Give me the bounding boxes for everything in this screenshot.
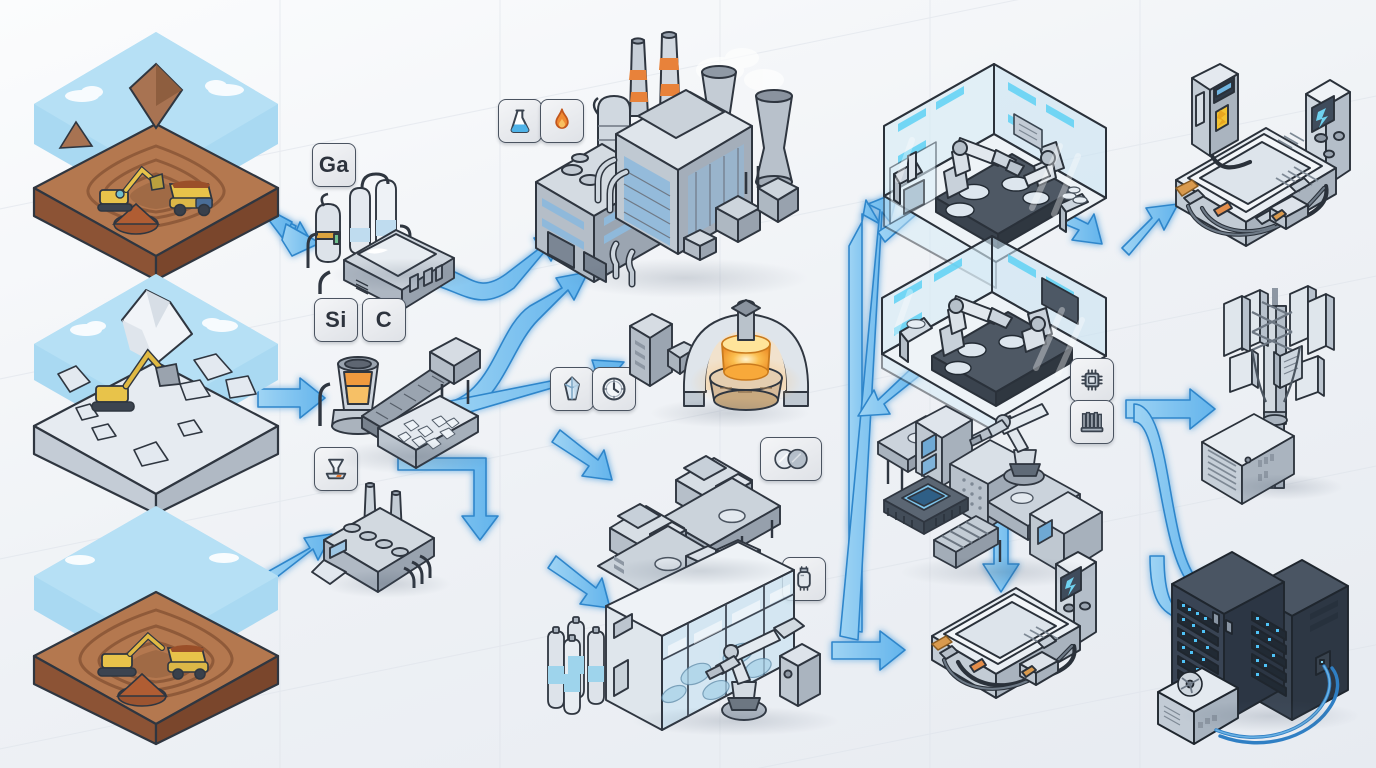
crucible-funnel-glyph [325, 458, 347, 480]
flask-glyph [510, 109, 530, 133]
robot-arm-a [939, 295, 1013, 357]
heatsink-icon[interactable] [1070, 400, 1114, 444]
excavator-vehicle [91, 348, 182, 412]
wafer-pair-icon[interactable] [760, 437, 822, 481]
dump-truck-vehicle [168, 180, 214, 217]
dump-truck-vehicle [166, 645, 209, 680]
crucible-funnel-icon[interactable] [314, 447, 358, 491]
cloud-decoration [65, 80, 244, 102]
assembly-packaging-line[interactable] [872, 398, 1112, 598]
quartz-quarry-tile[interactable] [30, 268, 282, 518]
cloud-decoration [65, 553, 239, 565]
chip-glyph [1081, 369, 1103, 391]
quartz-rocks [57, 353, 257, 467]
epitaxy-cleanroom-tool[interactable] [598, 539, 848, 731]
robot-arm-left [943, 137, 1025, 199]
flow-fab-to-ev-inverter [1121, 203, 1179, 256]
bauxite-mine-tile[interactable] [30, 500, 282, 750]
canister-glyph [797, 566, 811, 591]
clock-icon[interactable] [592, 367, 636, 411]
robot-arm [705, 617, 805, 721]
flask-icon[interactable] [498, 99, 542, 143]
cloud-decoration [70, 318, 238, 336]
excavator-vehicle [97, 165, 165, 212]
open-pit-mine-tile[interactable] [30, 28, 282, 288]
microchip-icon[interactable] [1070, 358, 1114, 402]
flow-refinery-to-slicing [397, 457, 499, 541]
chip-package [883, 475, 969, 535]
ev-charging-station-top[interactable] [1158, 63, 1373, 266]
excavator-vehicle [97, 631, 165, 677]
gas-purification-plant[interactable] [300, 168, 470, 311]
gallium-badge-label: Ga [318, 152, 350, 177]
wafer-slicing-machines[interactable] [592, 424, 792, 595]
flow-furnace-to-slicing [551, 429, 613, 481]
ev-charging-station-mid[interactable] [924, 540, 1119, 720]
clock-glyph [602, 377, 626, 401]
flame-glyph [555, 108, 569, 129]
cleanroom-fab-lower[interactable] [866, 232, 1126, 433]
flow-epitaxy-to-fab [831, 630, 906, 671]
silicon-badge[interactable]: Si [314, 298, 358, 342]
crystal-glyph [564, 376, 580, 401]
heatsink-glyph [1080, 411, 1104, 433]
heatsink-part [933, 515, 999, 569]
gallium-badge[interactable]: Ga [312, 143, 356, 187]
data-center-racks[interactable] [1150, 548, 1365, 748]
flow-quarry-to-smelter [257, 377, 326, 419]
two-discs-glyph [774, 448, 808, 470]
carbon-badge[interactable]: C [362, 298, 406, 342]
flame-icon[interactable] [540, 99, 584, 143]
crystal-growth-furnace[interactable] [628, 282, 818, 432]
power-supply-unit [1157, 667, 1239, 745]
refinery-plant[interactable] [310, 478, 450, 593]
packaging-robot-arm [969, 403, 1049, 486]
robot-arm-right [1023, 141, 1065, 187]
silicon-badge-label: Si [325, 307, 347, 332]
crystal-icon[interactable] [550, 367, 594, 411]
gas-cylinder-bank[interactable] [534, 608, 626, 720]
cleanroom-fab-upper[interactable] [864, 48, 1124, 289]
robot-arm-b [1021, 307, 1053, 353]
smelter-crucible[interactable] [300, 300, 500, 480]
carbon-badge-label: C [375, 307, 393, 332]
flow-slicing-to-epitaxy [547, 555, 611, 609]
chemical-power-plant[interactable] [520, 30, 820, 300]
telecom-tower[interactable] [1196, 284, 1371, 505]
